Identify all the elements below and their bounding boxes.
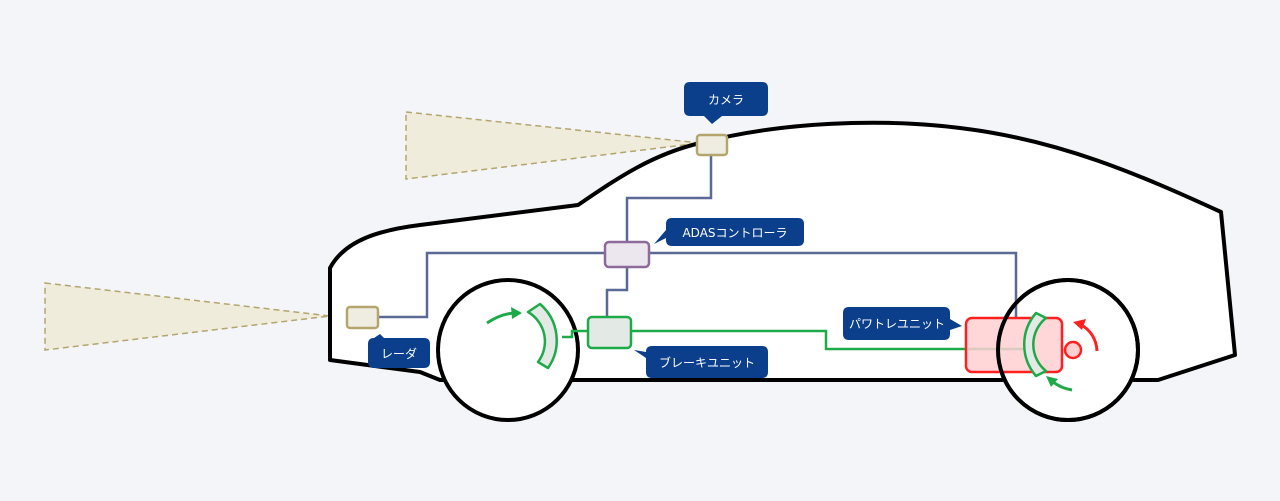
- brake-unit-label: ブレーキユニット: [659, 355, 755, 370]
- adas-controller-callout: ADASコントローラ: [654, 218, 804, 246]
- rear-wheel-rim: [996, 278, 1140, 422]
- rear-wheel-drive-arrow: [1073, 319, 1099, 352]
- brake-wiring: [562, 329, 1025, 351]
- adas-controller-label: ADASコントローラ: [682, 226, 787, 240]
- rear-wheel-brake-arrow: [1046, 376, 1073, 392]
- radar-sensor[interactable]: [345, 305, 380, 330]
- powertrain-unit[interactable]: [964, 316, 1064, 374]
- adas-controller[interactable]: [603, 240, 651, 269]
- camera-callout: カメラ: [684, 82, 768, 124]
- powertrain-unit-callout: パワトレユニット: [843, 307, 962, 340]
- rear-axle-hub: [1063, 340, 1083, 360]
- brake-unit-callout: ブレーキユニット: [634, 346, 768, 378]
- radar-label: レーダ: [381, 346, 417, 361]
- powertrain-unit-label: パワトレユニット: [849, 317, 945, 331]
- radar-callout: レーダ: [368, 334, 430, 368]
- camera-label: カメラ: [708, 93, 744, 107]
- front-wheel-rotation-arrow: [486, 307, 522, 325]
- brake-unit[interactable]: [586, 315, 633, 350]
- radar-field-of-view: [44, 282, 331, 351]
- rear-brake-caliper[interactable]: [1022, 311, 1048, 378]
- camera-field-of-view: [405, 111, 701, 180]
- front-brake-caliper[interactable]: [526, 302, 558, 370]
- signal-wiring: [378, 155, 1018, 319]
- camera-sensor[interactable]: [695, 133, 729, 157]
